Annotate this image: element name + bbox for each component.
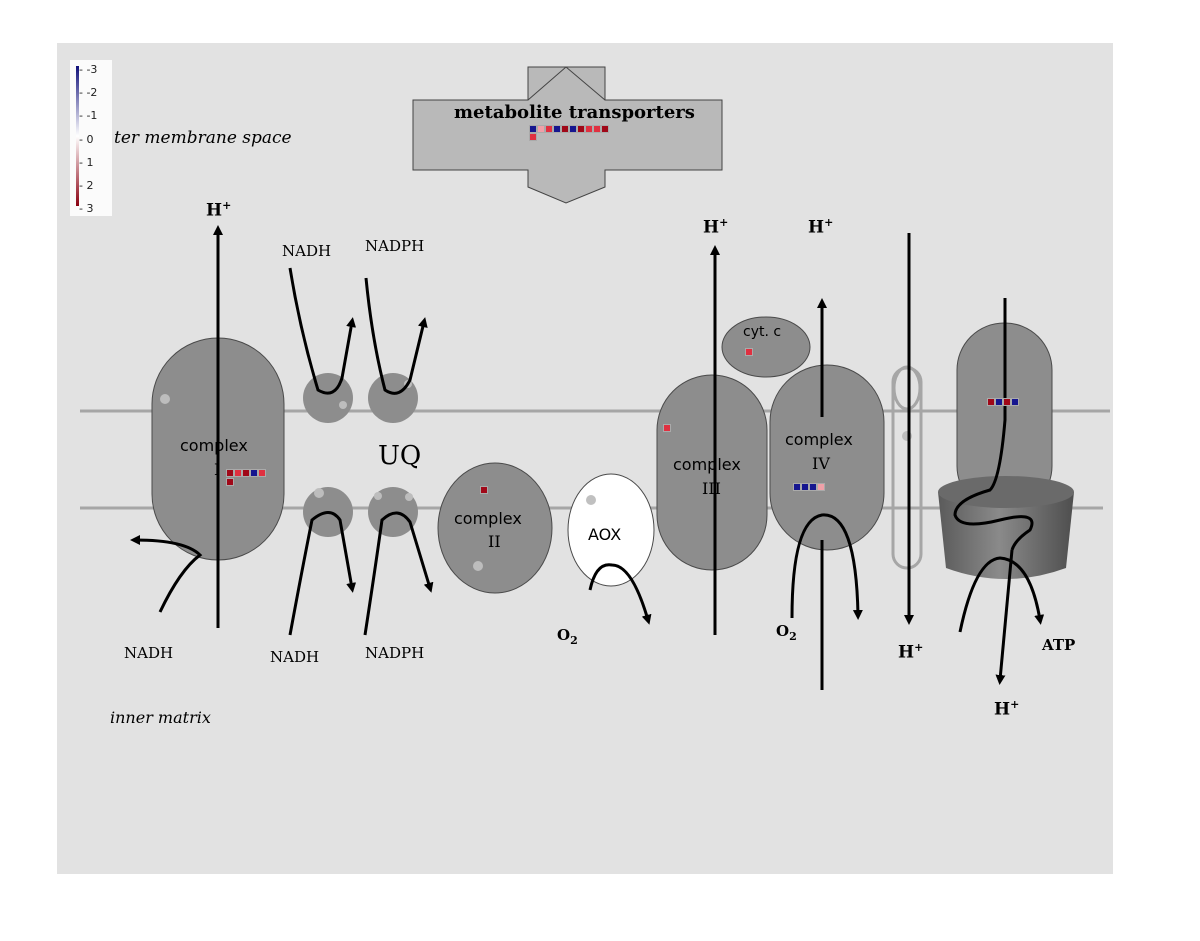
atp-synthase-expression-square [987,398,995,406]
nadh-bottom-label: NADH [270,648,320,666]
complex-iv-number: IV [812,454,830,473]
complex-iii-label: complex [673,455,741,474]
atp-synthase-expression-square [995,398,1003,406]
complex-iv-shape [769,364,885,551]
atp-synthase-expression-square [1011,398,1019,406]
cyt-c-shape [721,316,811,378]
complex-i-expression-square [250,469,258,477]
h-plus-atp-synthase: H+ [994,698,1020,720]
legend-tick-label: - 2 [79,179,94,192]
metabolite-transporters-expression-square [537,125,545,133]
complex-i-number: I [214,460,221,479]
nadph-bottom-label: NADPH [365,644,425,662]
complex-iii-expression-square [663,424,671,432]
legend-tick-label: - -3 [79,63,98,76]
legend-tick-label: - 1 [79,155,94,169]
atp-synthase-f1 [938,492,1074,579]
nadh-dehydrogenase-outer [303,373,353,423]
atp-synthase-expression-square [1003,398,1011,406]
legend-tick-label: - 3 [79,202,94,216]
metabolite-transporters-expression-square [577,125,585,133]
legend-tick-label: - -2 [79,86,98,100]
metabolite-transporters-expression-square [561,125,569,133]
metabolite-transporters-expression-square [585,125,593,133]
complex-iv-label: complex [785,430,853,449]
outer-membrane-space-label: ter membrane space [114,128,292,148]
complex-ii-number: II [488,532,501,551]
complex-i-expression-square [234,469,242,477]
h-plus-complex-iv: H+ [808,216,834,238]
complex-ii-label: complex [454,509,522,528]
cyt-c-label: cyt. c [743,324,782,340]
complex-iii-shape [656,374,768,571]
metabolite-transporters-expression-square [529,125,537,133]
metabolite-transporters-label: metabolite transporters [454,102,695,123]
legend-tick-label: - 0 [79,132,94,146]
complex-iv-expression-square [809,483,817,491]
aox-label: AOX [588,525,622,544]
complex-iv-expression-square [817,483,825,491]
complex-ii-shape [437,462,553,594]
legend-tick-label: - -1 [79,109,98,123]
h-plus-complex-iii: H+ [703,216,729,238]
uncoupling-protein-shape [891,366,923,570]
complex-i-expression-square [226,469,234,477]
complex-i-expression-square [258,469,266,477]
metabolite-transporters-expression-square [553,125,561,133]
complex-iii-number: III [702,479,721,498]
h-plus-ucp: H+ [898,641,924,663]
metabolite-transporters-expression-square [545,125,553,133]
uq-label: UQ [378,441,422,471]
legend-scale-bar [76,66,79,206]
complex-i-expression-square [226,478,234,486]
complex-i-expression-square [242,469,250,477]
complex-iv-expression-square [793,483,801,491]
cyt-c-expression-square [745,348,753,356]
inner-matrix-label: inner matrix [110,708,211,727]
metabolite-transporters-expression-square [593,125,601,133]
metabolite-transporters-arrow [412,66,723,204]
metabolite-transporters-expression-square [601,125,609,133]
complex-ii-expression-square [480,486,488,494]
nadh-left-label: NADH [124,644,174,662]
complex-iv-expression-square [801,483,809,491]
complex-i-label: complex [180,436,248,455]
metabolite-transporters-expression-square [529,133,537,141]
nadph-top-label: NADPH [365,237,425,255]
nadh-top-label: NADH [282,242,332,260]
o2-aox: O2 [557,626,578,647]
h-plus-complex-i: H+ [206,199,232,221]
atp-label: ATP [1042,636,1076,654]
metabolite-transporters-expression-square [569,125,577,133]
o2-complex-iv: O2 [776,622,797,643]
